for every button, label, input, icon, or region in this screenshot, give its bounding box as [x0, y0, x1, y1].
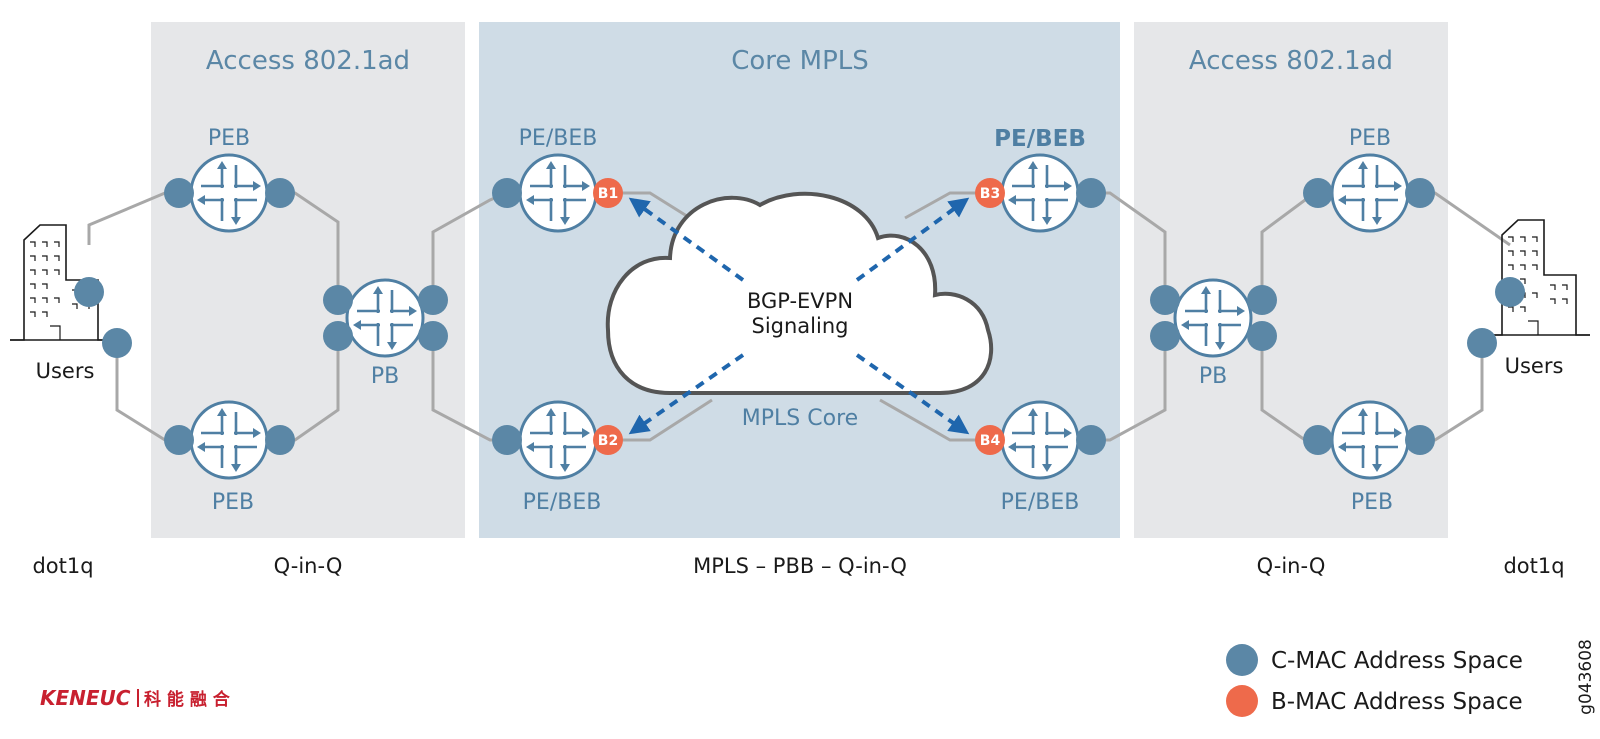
legend: C-MAC Address Space B-MAC Address Space: [1226, 644, 1523, 717]
router-icon[interactable]: [1000, 400, 1080, 480]
router-icon[interactable]: [518, 400, 598, 480]
router-icon[interactable]: [1173, 278, 1253, 358]
zone-title-access-left: Access 802.1ad: [206, 46, 410, 76]
router-label-peb-bottom-left: PEB: [212, 490, 254, 515]
users-label-right: Users: [1505, 354, 1564, 378]
svg-text:B2: B2: [598, 433, 618, 449]
router-label-peb-top-right: PEB: [1349, 126, 1391, 151]
brand-chinese: 科 能 融 合: [144, 689, 231, 710]
arrow-to-b2: [628, 353, 745, 435]
router-icon[interactable]: [1330, 153, 1410, 233]
users-label-left: Users: [36, 359, 95, 383]
svg-text:B3: B3: [980, 186, 1000, 202]
bmac-port-b4: B4: [975, 425, 1005, 455]
router-label-pebeb-bottom-left: PE/BEB: [523, 490, 602, 515]
router-label-pebeb-top-left: PE/BEB: [519, 126, 598, 151]
bmac-port-b2: B2: [593, 425, 623, 455]
router-icon[interactable]: [189, 400, 269, 480]
bmac-port-b3: B3: [975, 178, 1005, 208]
brand-latin: KENEUC: [40, 686, 131, 710]
encap-label-left-dot1q: dot1q: [32, 554, 93, 578]
bmac-port-b1: B1: [593, 178, 623, 208]
cmac-ports: [74, 178, 1525, 455]
router-label-peb-top-left: PEB: [208, 126, 250, 151]
router-icon[interactable]: [518, 153, 598, 233]
router-icon[interactable]: [1330, 400, 1410, 480]
router-label-pb-right: PB: [1199, 364, 1227, 389]
encap-label-right-dot1q: dot1q: [1503, 554, 1564, 578]
building-icon: [1487, 219, 1591, 336]
encap-label-core: MPLS – PBB – Q-in-Q: [693, 554, 907, 578]
arrow-to-b4: [855, 353, 970, 435]
router-label-pebeb-bottom-right: PE/BEB: [1001, 490, 1080, 515]
router-label-pebeb-top-right: PE/BEB: [994, 126, 1086, 152]
encap-label-right-qinq: Q-in-Q: [1257, 554, 1326, 578]
signaling-arrows: [628, 197, 970, 435]
arrow-to-b1: [628, 197, 745, 282]
mpls-core-label: MPLS Core: [742, 406, 858, 431]
arrow-to-b3: [855, 197, 970, 282]
legend-bmac-swatch: [1226, 685, 1258, 717]
cloud-icon: [605, 191, 994, 395]
router-icon[interactable]: [345, 278, 425, 358]
legend-cmac-label: C-MAC Address Space: [1271, 648, 1523, 674]
router-label-peb-bottom-right: PEB: [1351, 490, 1393, 515]
router-label-pb-left: PB: [371, 364, 399, 389]
cloud-label-line1: BGP-EVPN: [747, 289, 853, 313]
router-icon[interactable]: [1000, 153, 1080, 233]
legend-cmac-swatch: [1226, 644, 1258, 676]
zone-title-access-right: Access 802.1ad: [1189, 46, 1393, 76]
brand-watermark: KENEUC 科 能 融 合: [40, 686, 231, 710]
legend-bmac-label: B-MAC Address Space: [1271, 689, 1523, 715]
cloud-label-line2: Signaling: [752, 314, 849, 338]
encap-label-left-qinq: Q-in-Q: [274, 554, 343, 578]
svg-text:B4: B4: [980, 433, 1001, 449]
svg-text:B1: B1: [598, 186, 618, 202]
router-icon[interactable]: [189, 153, 269, 233]
figure-id: g043608: [1576, 639, 1596, 715]
zone-title-core: Core MPLS: [731, 46, 869, 76]
